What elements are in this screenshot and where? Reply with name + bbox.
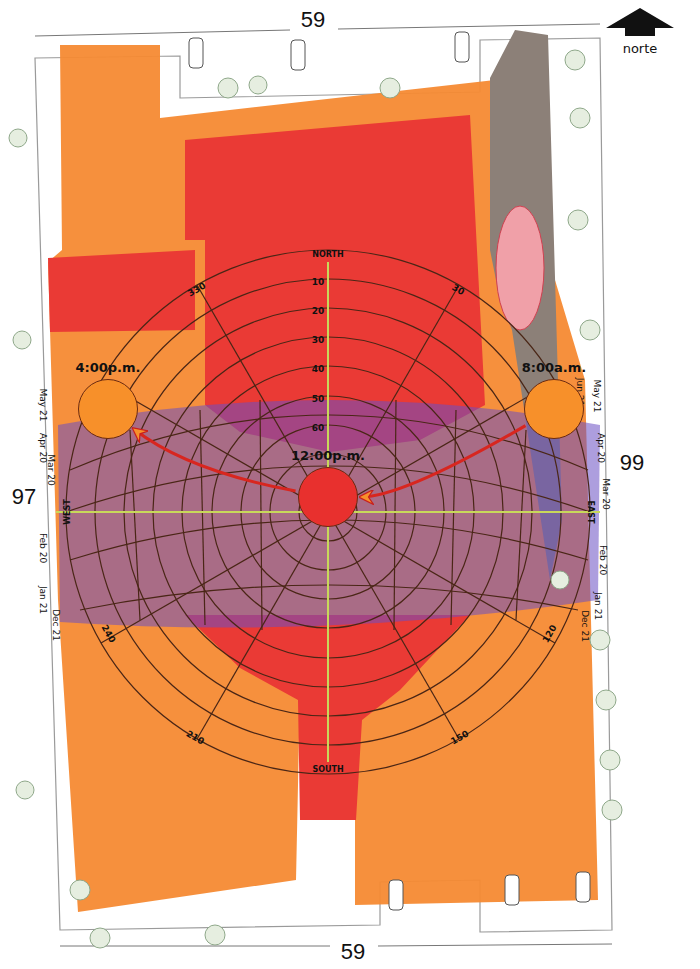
map-label: Dec 21 xyxy=(51,609,60,641)
map-label: 30 xyxy=(312,336,325,345)
sun-zone xyxy=(48,250,195,332)
map-label: Apr 20 xyxy=(38,433,47,463)
map-label: WEST xyxy=(64,499,72,525)
map-label: Jan 21 xyxy=(593,592,602,620)
sun-position: 8:00a.m. xyxy=(504,360,604,439)
dimension-line xyxy=(338,24,600,29)
sun-disc xyxy=(524,379,584,439)
map-label: 97 xyxy=(10,486,38,508)
map-label: NORTH xyxy=(312,251,343,259)
map-label: 60 xyxy=(312,424,325,433)
sun-movement-arrow xyxy=(361,426,525,497)
sun-position: 12:00p.m. xyxy=(278,448,378,527)
map-label: Feb 20 xyxy=(38,533,47,563)
parked-cars xyxy=(189,32,590,910)
map-label: norte xyxy=(623,42,658,55)
map-label: Apr 20 xyxy=(596,433,605,463)
time-label: 8:00a.m. xyxy=(504,360,604,376)
trees xyxy=(9,50,622,948)
dimension-line xyxy=(378,944,612,946)
map-label: Feb 20 xyxy=(598,545,607,575)
north-arrow xyxy=(606,8,674,36)
map-label: 20 xyxy=(312,307,325,316)
map-label: 10 xyxy=(312,278,325,287)
map-label: 59 xyxy=(299,9,327,31)
map-label: SOUTH xyxy=(312,766,343,774)
time-label: 4:00p.m. xyxy=(58,360,158,376)
sun-movement-arrow xyxy=(134,429,295,491)
map-label: Mar 20 xyxy=(46,454,55,485)
map-label: Mar 20 xyxy=(601,478,610,509)
map-label: May 21 xyxy=(38,389,47,422)
sun-disc xyxy=(298,467,358,527)
map-label: Jan 21 xyxy=(38,586,47,614)
map-label: EAST xyxy=(586,501,594,524)
map-label: 40 xyxy=(312,365,325,374)
time-label: 12:00p.m. xyxy=(278,448,378,464)
sun-disc xyxy=(78,379,138,439)
map-label: May 21 xyxy=(592,380,601,413)
dimension-line xyxy=(35,30,290,36)
sun-position: 4:00p.m. xyxy=(58,360,158,439)
map-label: Dec 21 xyxy=(580,610,589,642)
map-label: 99 xyxy=(618,452,646,474)
map-label: 50 xyxy=(312,395,325,404)
lens-shape xyxy=(496,206,544,330)
map-label: 59 xyxy=(339,941,367,963)
